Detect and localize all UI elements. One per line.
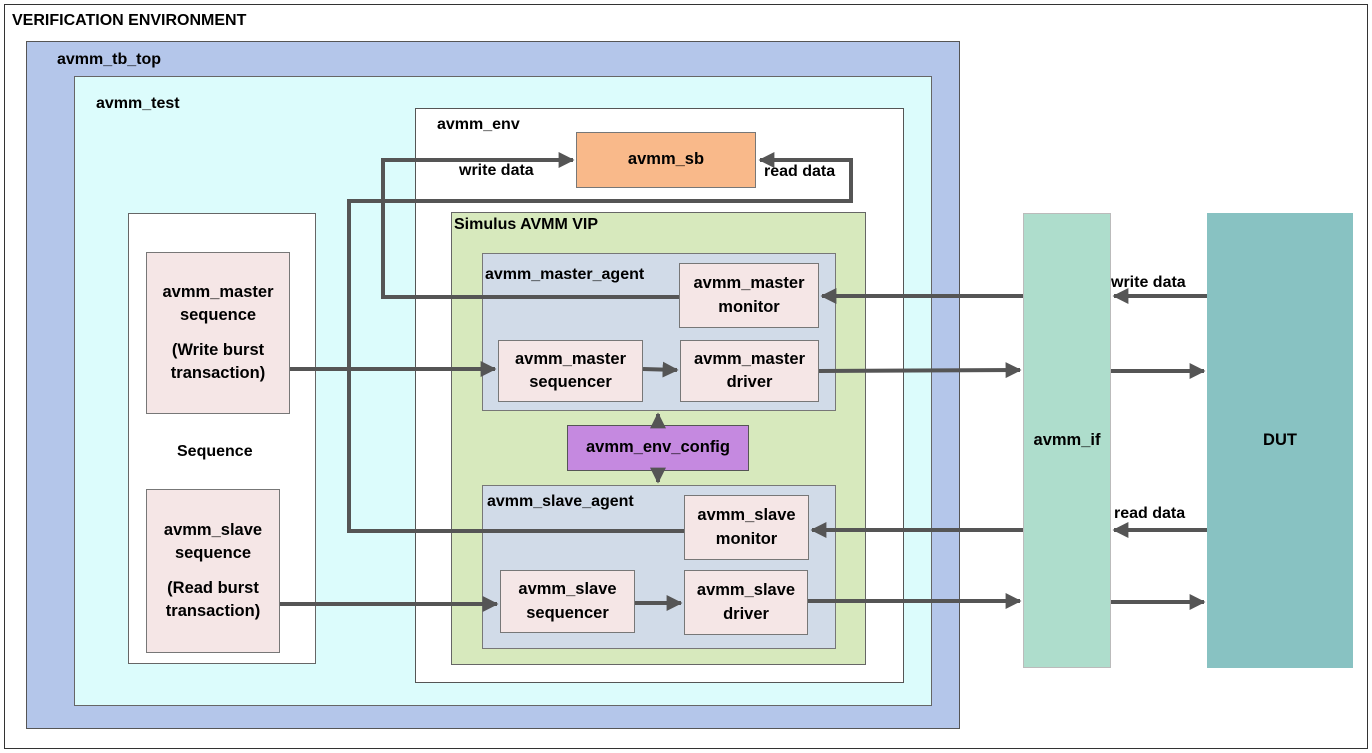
test-label: avmm_test [96, 95, 180, 112]
master-driver-line-2: driver [726, 373, 773, 391]
master-sequence-line-2: sequence [179, 305, 257, 324]
slave-sequencer-box: avmm_slave sequencer [500, 570, 635, 633]
slave-driver-box: avmm_slave driver [684, 570, 808, 635]
master-driver-box: avmm_master driver [680, 340, 819, 402]
slave-sequence-line-1: avmm_slave [163, 520, 263, 539]
master-monitor-box: avmm_master monitor [679, 263, 819, 328]
slave-monitor-box: avmm_slave monitor [684, 495, 809, 560]
wire-slave-monitor-to-sb [347, 152, 853, 533]
slave-sequencer-line-1: avmm_slave [518, 580, 617, 599]
interface-label: avmm_if [1033, 430, 1101, 449]
env-label: avmm_env [437, 116, 520, 133]
read-data-dut-label: read data [1114, 505, 1186, 522]
verification-environment-title: VERIFICATION ENVIRONMENT [12, 12, 247, 29]
env-config-label: avmm_env_config [586, 438, 730, 457]
master-sequencer-line-1: avmm_master [515, 349, 626, 368]
slave-sequence-line-2: sequence [174, 543, 252, 562]
slave-sequence-line-3: (Read burst [167, 579, 259, 597]
master-sequence-line-4: transaction) [170, 364, 266, 383]
wire-master-sequencer-to-driver [642, 361, 679, 378]
slave-sequence-line-4: transaction) [165, 602, 261, 621]
read-data-sb-label: read data [764, 163, 836, 180]
write-data-dut-label: write data [1111, 274, 1186, 291]
master-driver-line-1: avmm_master [694, 349, 805, 368]
slave-driver-line-2: driver [723, 604, 769, 623]
master-sequence-line-1: avmm_master [162, 282, 274, 301]
tb-top-label: avmm_tb_top [57, 51, 162, 68]
env-config-box: avmm_env_config [567, 425, 749, 471]
scoreboard-box: avmm_sb [576, 132, 756, 188]
master-agent-label: avmm_master_agent [485, 266, 645, 283]
sequence-label: Sequence [177, 443, 253, 460]
wire-master-driver-to-if [818, 362, 1022, 379]
wire-master-monitor-to-sb [381, 152, 679, 299]
slave-sequencer-line-2: sequencer [526, 603, 609, 622]
slave-monitor-line-1: avmm_slave [697, 506, 796, 525]
vip-label: Simulus AVMM VIP [454, 216, 599, 233]
interface-block: avmm_if [1023, 213, 1111, 668]
master-sequencer-line-2: sequencer [529, 373, 612, 391]
write-data-sb-label: write data [459, 162, 534, 179]
dut-label: DUT [1263, 430, 1297, 449]
scoreboard-label: avmm_sb [627, 150, 705, 169]
master-sequence-box: avmm_master sequence (Write burst transa… [146, 252, 290, 414]
verification-environment-frame: VERIFICATION ENVIRONMENT [4, 4, 1368, 749]
master-monitor-line-2: monitor [718, 297, 780, 316]
master-sequence-line-3: (Write burst [171, 341, 265, 359]
slave-driver-line-1: avmm_slave [696, 581, 796, 600]
master-monitor-line-1: avmm_master [693, 274, 805, 293]
slave-agent-label: avmm_slave_agent [487, 493, 634, 510]
slave-sequence-box: avmm_slave sequence (Read burst transact… [146, 489, 280, 653]
master-sequencer-box: avmm_master sequencer [498, 340, 643, 402]
slave-monitor-line-2: monitor [715, 529, 778, 548]
dut-block: DUT [1207, 213, 1353, 668]
